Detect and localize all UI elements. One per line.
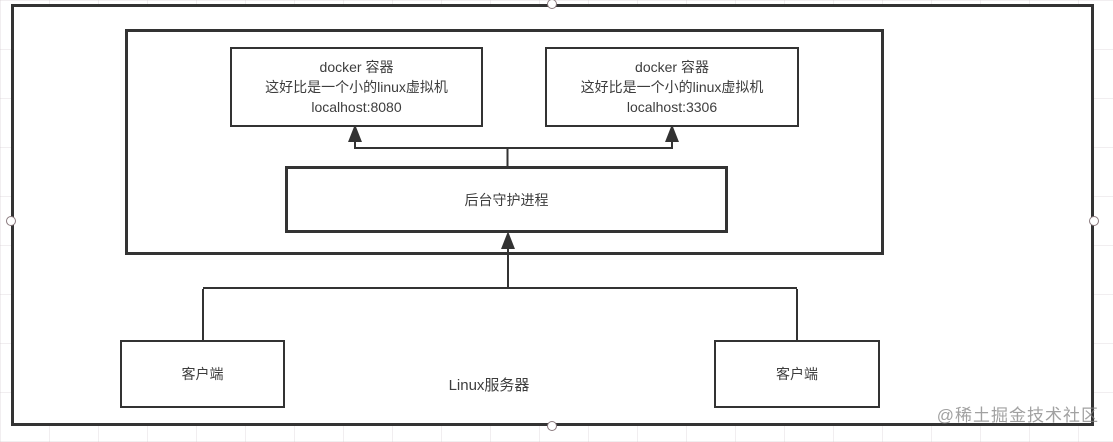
container-title: docker 容器 [319,59,394,75]
client-label: 客户端 [776,366,818,382]
container-title: docker 容器 [635,59,709,75]
arrowhead-to-container-8080 [348,124,362,142]
client-label: 客户端 [181,366,224,382]
client-box-left[interactable]: 客户端 [120,340,285,408]
arrow-clients-to-daemon[interactable] [202,231,798,340]
arrow-daemon-to-containers[interactable] [348,124,679,166]
watermark: @稀土掘金技术社区 [936,406,1099,425]
resize-handle-top[interactable] [547,0,557,9]
resize-handle-left[interactable] [6,216,16,226]
container-description: 这好比是一个小的linux虚拟机 [580,79,764,95]
arrowhead-to-container-3306 [665,124,679,142]
docker-container-box-3306[interactable]: docker 容器 这好比是一个小的linux虚拟机 localhost:330… [545,47,799,127]
linux-server-label: Linux服务器 [448,377,530,394]
container-description: 这好比是一个小的linux虚拟机 [265,79,448,95]
daemon-label: 后台守护进程 [464,191,549,208]
arrowhead-to-daemon [501,231,515,249]
resize-handle-bottom[interactable] [547,421,557,431]
docker-container-box-8080[interactable]: docker 容器 这好比是一个小的linux虚拟机 localhost:808… [230,47,483,127]
resize-handle-right[interactable] [1089,216,1099,226]
client-box-right[interactable]: 客户端 [714,340,880,408]
daemon-process-box[interactable]: 后台守护进程 [285,166,728,233]
container-endpoint: localhost:8080 [311,99,402,115]
container-endpoint: localhost:3306 [626,99,718,115]
